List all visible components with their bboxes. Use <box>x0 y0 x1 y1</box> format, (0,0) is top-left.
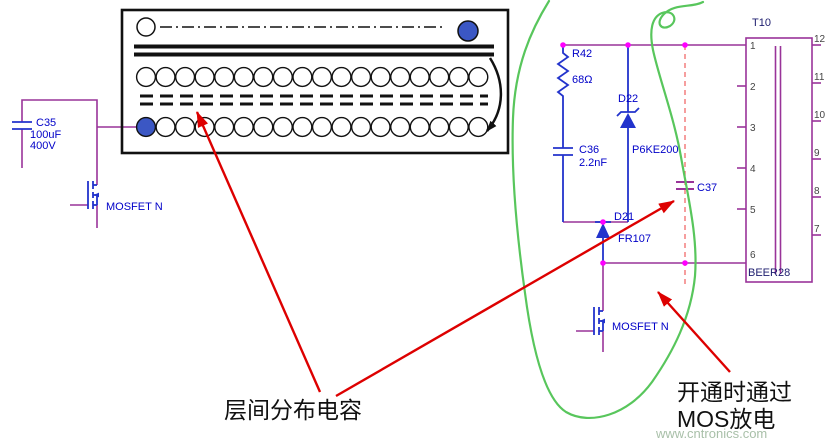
winding-illustration <box>120 8 510 155</box>
pin-number: 11 <box>814 72 825 83</box>
label-c36-ref: C36 <box>579 144 599 156</box>
transformer: T10 BEER28 1 2 3 4 5 6 12 11 10 9 8 7 <box>737 17 826 283</box>
label-d22-ref: D22 <box>618 93 638 105</box>
winding-turn <box>390 116 411 138</box>
label-d22-part: P6KE200 <box>632 144 678 156</box>
winding-turn <box>390 66 411 88</box>
winding-turn <box>331 66 352 88</box>
label-mos-discharge-line1: 开通时通过 <box>677 379 792 405</box>
annotation-arrow-to-winding <box>195 111 322 393</box>
label-c35-value: 100uF <box>30 129 61 141</box>
wire-c35-to-drain <box>21 99 98 185</box>
label-d21-part: FR107 <box>618 233 651 245</box>
winding-turn <box>350 116 372 138</box>
winding-turn <box>233 116 254 138</box>
label-c37-ref: C37 <box>697 182 717 194</box>
label-c35-ref: C35 <box>36 117 56 129</box>
pin-number: 12 <box>814 34 826 45</box>
winding-turn <box>253 116 274 138</box>
junction-dots <box>560 42 688 266</box>
winding-turn <box>253 66 274 88</box>
winding-turn <box>468 116 489 138</box>
label-t10-part: BEER28 <box>748 267 790 279</box>
winding-start-turn <box>136 17 156 37</box>
d22-tvs-diode <box>616 45 640 222</box>
winding-turn <box>468 66 489 88</box>
annotation-arrow-to-mos-path <box>657 291 731 373</box>
winding-turn <box>350 66 372 88</box>
winding-turns-row-2 <box>135 116 489 138</box>
winding-turn <box>292 66 313 88</box>
label-r42-ref: R42 <box>572 48 592 60</box>
winding-turn <box>370 66 391 88</box>
label-interlayer-capacitance: 层间分布电容 <box>224 397 362 423</box>
watermark: www.cntronics.com <box>655 426 767 441</box>
mosfet-arrow <box>93 192 99 198</box>
winding-turn <box>175 66 196 88</box>
pin-number: 7 <box>814 224 820 235</box>
snubber-circuit: R42 68Ω D22 P6KE200 C36 2.2nF D21 FR107 … <box>553 42 746 352</box>
winding-end-turn-top <box>457 20 479 42</box>
c35-capacitor <box>12 121 32 130</box>
winding-turn <box>135 66 157 88</box>
label-c35-voltage: 400V <box>30 140 56 152</box>
pin-number: 4 <box>750 164 756 175</box>
r42-resistor <box>556 45 570 148</box>
winding-turn <box>194 66 215 88</box>
label-c36-value: 2.2nF <box>579 157 607 169</box>
label-mos-discharge-line2: MOS放电 <box>677 406 775 432</box>
label-r42-value: 68Ω <box>572 74 592 86</box>
winding-turns-row-1 <box>135 66 489 88</box>
mosfet-right-symbol <box>593 307 605 335</box>
winding-turn <box>311 116 333 138</box>
label-mosfet-right: MOSFET N <box>612 321 669 333</box>
c36-capacitor <box>553 147 573 222</box>
winding-container <box>120 8 510 155</box>
winding-direction-arrow <box>486 57 503 132</box>
pin-number: 5 <box>750 205 756 216</box>
pin-number: 3 <box>750 123 756 134</box>
winding-turn <box>214 116 235 138</box>
winding-turn <box>429 66 450 88</box>
winding-turn <box>272 66 293 88</box>
winding-turn <box>429 116 450 138</box>
winding-turn <box>155 66 176 88</box>
winding-turn <box>155 116 176 138</box>
transformer-outline <box>745 37 813 283</box>
winding-turn <box>311 66 333 88</box>
annotation-arrow-to-c37 <box>335 199 675 398</box>
pin-number: 8 <box>814 186 820 197</box>
winding-turn <box>331 116 352 138</box>
winding-turn <box>370 116 391 138</box>
winding-turn <box>448 116 469 138</box>
winding-turn <box>214 66 235 88</box>
highlight-loop <box>511 0 705 420</box>
winding-turn <box>292 116 313 138</box>
mosfet-arrow <box>599 318 605 324</box>
pin-number: 1 <box>750 41 756 52</box>
label-mosfet-left: MOSFET N <box>106 201 163 213</box>
winding-turn <box>135 116 157 138</box>
winding-turn <box>448 66 469 88</box>
pin-number: 2 <box>750 82 756 93</box>
pin-number: 6 <box>750 250 756 261</box>
winding-turn <box>233 66 254 88</box>
winding-turn <box>409 116 430 138</box>
winding-turn <box>409 66 430 88</box>
mosfet-left-symbol <box>87 181 99 209</box>
transformer-pin-ticks <box>737 44 821 236</box>
pin-number: 10 <box>814 110 826 121</box>
left-circuit: C35 100uF 400V MOSFET N <box>12 99 163 228</box>
winding-turn <box>272 116 293 138</box>
winding-turn <box>175 116 196 138</box>
pin-number: 9 <box>814 148 820 159</box>
label-d21-ref: D21 <box>614 211 634 223</box>
label-t10-ref: T10 <box>752 17 771 29</box>
